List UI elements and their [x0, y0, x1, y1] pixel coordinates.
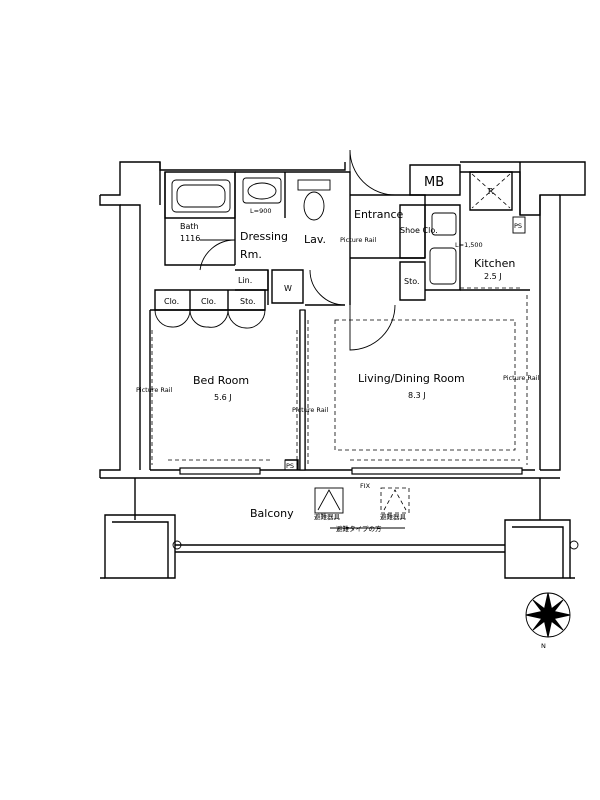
label-bedroom: Bed Room [193, 374, 249, 387]
label-shoe-clo: Shoe Clo. [400, 226, 438, 235]
compass-north-label: N [541, 642, 546, 650]
picture-rails [151, 287, 528, 465]
label-bath-size: 1116 [180, 234, 200, 243]
label-escape-type: 避難タイプの方 [336, 524, 382, 533]
label-mb: MB [424, 175, 444, 190]
ps-box-1 [284, 459, 298, 471]
label-fix: FIX [360, 482, 371, 490]
doors [154, 149, 396, 351]
label-ps-2: PS [514, 222, 522, 230]
label-sto-1: Sto. [240, 297, 256, 306]
label-living-size: 8.3 J [408, 391, 426, 400]
escape-hatch-icon [314, 487, 344, 514]
label-clo-2: Clo. [201, 297, 216, 306]
compass-icon: N [525, 592, 571, 650]
label-clo-1: Clo. [164, 297, 179, 306]
ps-box-2 [512, 216, 526, 234]
label-rail-bed: Picture Rail [136, 386, 173, 394]
label-kitchen-size: 2.5 J [484, 272, 502, 281]
label-lav: Lav. [304, 233, 326, 246]
outer-walls [99, 161, 586, 478]
label-dressing-rm: Rm. [240, 248, 262, 261]
kitchen-sink-icon [431, 212, 457, 236]
labels: MB Entrance Bath 1116 Dressing Rm. Lav. … [136, 175, 540, 533]
washbasin-icon [242, 177, 282, 204]
label-entrance: Entrance [354, 208, 404, 221]
label-rail-entrance: Picture Rail [340, 236, 377, 244]
fixtures [171, 173, 511, 285]
label-l1500: L=1,500 [455, 241, 483, 249]
label-lin: Lin. [238, 276, 252, 285]
label-sto-2: Sto. [404, 277, 420, 286]
label-ps-1: PS [286, 462, 294, 470]
label-balcony: Balcony [250, 507, 294, 520]
escape-hatch-icon-2 [380, 487, 410, 514]
toilet-icon [303, 191, 325, 221]
label-escape-2: 避難器具 [380, 512, 407, 521]
label-rail-center: Picture Rail [292, 406, 329, 414]
label-bath: Bath [180, 222, 199, 231]
balcony [100, 477, 579, 579]
label-bedroom-size: 5.6 J [214, 393, 232, 402]
label-escape-1: 避難器具 [314, 512, 341, 521]
interior-walls [149, 164, 535, 471]
label-fridge: R [488, 187, 494, 196]
label-w: W [284, 284, 292, 293]
label-l900: L=900 [250, 207, 271, 215]
toilet-tank-icon [297, 179, 331, 191]
label-dressing: Dressing [240, 230, 288, 243]
windows [179, 309, 523, 475]
label-rail-right: Picture Rail [503, 374, 540, 382]
bathtub-icon [171, 179, 231, 213]
label-living: Living/Dining Room [358, 372, 465, 385]
label-kitchen: Kitchen [474, 257, 515, 270]
